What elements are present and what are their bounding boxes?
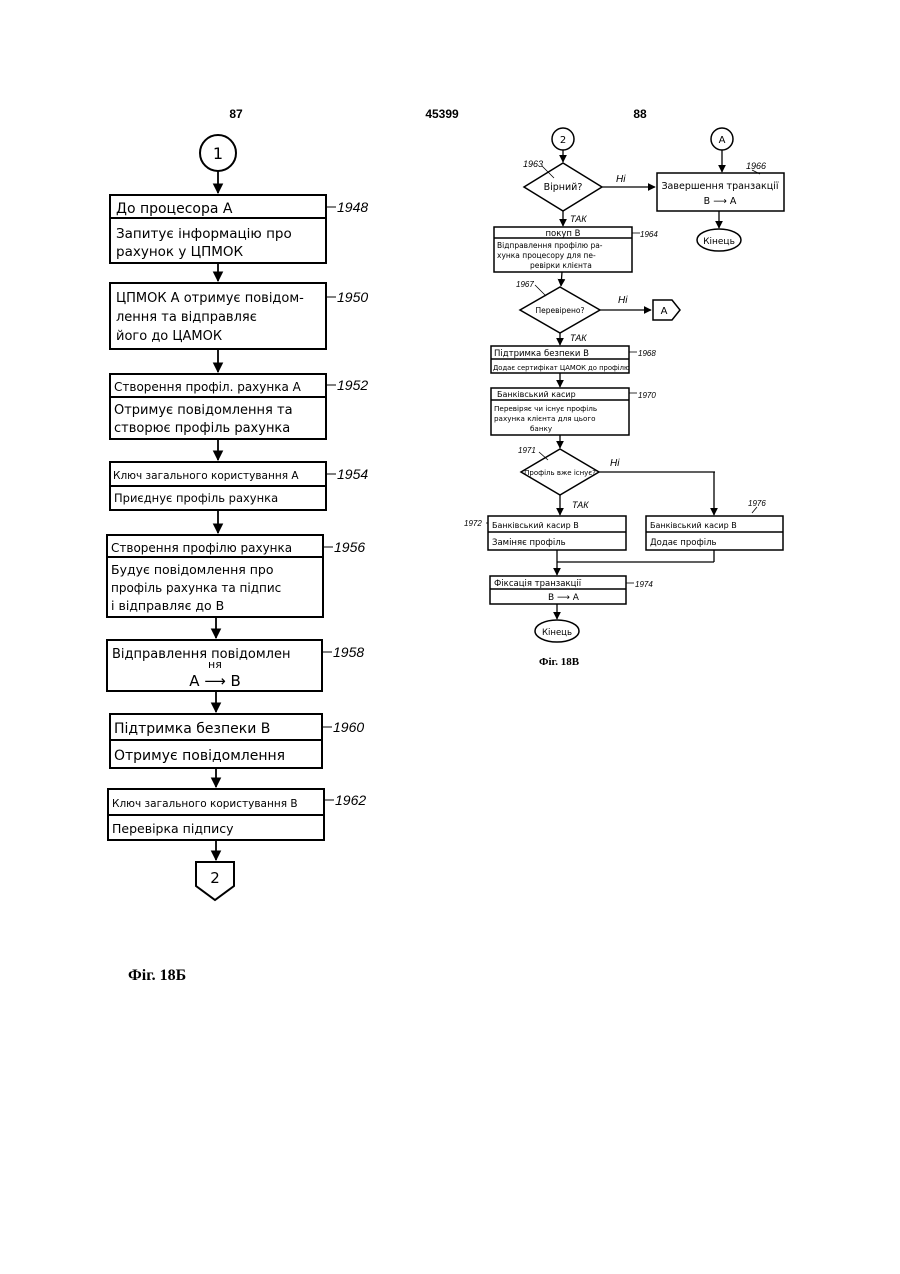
decision-1971-label: Профіль вже існує?: [524, 469, 596, 477]
block-1962-line-1: Перевірка підпису: [112, 821, 234, 836]
block-1952-line-2: створює профіль рахунка: [114, 421, 290, 436]
page-number-right: 88: [633, 107, 647, 121]
block-1948-line-1: Запитує інформацію про: [116, 226, 292, 242]
block-1970-line-2: рахунка клієнта для цього: [494, 414, 596, 423]
block-1970-line-3: банку: [530, 424, 553, 433]
ref-1950: 1950: [337, 289, 368, 305]
block-1948-title: До процесора А: [116, 201, 233, 217]
ref-1962: 1962: [335, 792, 366, 808]
block-1950-line-1: ЦПМОК А отримує повідом-: [116, 291, 304, 306]
ref-1960: 1960: [333, 719, 364, 735]
ref-1970: 1970: [638, 391, 656, 400]
decision-1963-yes: ТАК: [570, 214, 587, 224]
decision-1971-yes: ТАК: [572, 500, 589, 510]
block-1972-line-1: Заміняє профіль: [492, 538, 566, 548]
ref-1956: 1956: [334, 539, 365, 555]
block-1976-line-1: Додає профіль: [650, 538, 717, 548]
block-1956-title: Створення профілю рахунка: [111, 541, 292, 555]
connector-a-top-label: A: [719, 135, 726, 146]
block-1962-title: Ключ загального користування В: [112, 798, 298, 810]
block-1964-line-2: хунка процесору для пе-: [497, 251, 596, 260]
block-1968-title: Підтримка безпеки В: [494, 349, 589, 359]
connector-a-right-label: A: [661, 306, 668, 317]
block-1966-line-2: В ⟶ А: [704, 196, 737, 207]
ref-1976: 1976: [748, 499, 766, 508]
ref-1952: 1952: [337, 377, 368, 393]
ref-1963: 1963: [523, 159, 543, 169]
block-1964-line-3: ревірки клієнта: [530, 261, 592, 270]
decision-1967-label: Перевірено?: [536, 306, 585, 315]
left-figure-caption: Фіг. 18Б: [128, 967, 186, 984]
end-terminal-2-label: Кінець: [542, 628, 572, 638]
ref-1971: 1971: [518, 446, 536, 455]
block-1966-line-1: Завершення транзакції: [661, 181, 778, 192]
decision-1963-no: Ні: [616, 174, 626, 185]
block-1958-line-2: ня: [208, 658, 222, 671]
end-connector-label: 2: [210, 869, 220, 887]
decision-1967-no: Ні: [618, 295, 628, 306]
decision-1971-no: Ні: [610, 458, 620, 469]
block-1954-title: Ключ загального користування А: [113, 470, 299, 482]
ref-1948: 1948: [337, 199, 368, 215]
block-1956-line-3: і відправляє до В: [111, 598, 224, 613]
block-1952-title: Створення профіл. рахунка А: [114, 380, 302, 394]
block-1958-line-3: А ⟶ В: [189, 672, 241, 690]
block-1970-title: Банківський касир: [497, 390, 576, 399]
block-1974-line-1: В ⟶ А: [548, 593, 580, 603]
block-1964-line-1: Відправлення профілю ра-: [497, 241, 603, 250]
block-1950-line-3: його до ЦАМОК: [116, 329, 222, 344]
ref-1966: 1966: [746, 161, 766, 171]
block-1976-title: Банківський касир В: [650, 521, 737, 530]
block-1954-line-1: Приєднує профіль рахунка: [114, 491, 278, 505]
ref-1958: 1958: [333, 644, 364, 660]
block-1970-line-1: Перевіряє чи існує профіль: [494, 404, 597, 413]
end-terminal-1-label: Кінець: [703, 237, 735, 247]
block-1972-title: Банківський касир В: [492, 521, 579, 530]
decision-1967-yes: ТАК: [570, 333, 587, 343]
block-1964-title: покуп В: [545, 229, 580, 239]
block-1958-line-1: Відправлення повідомлен: [112, 647, 290, 662]
right-figure-caption: Фіг. 18В: [539, 656, 580, 668]
ref-1967: 1967: [516, 280, 534, 289]
block-1956-line-1: Будує повідомлення про: [111, 562, 274, 577]
page-number-left: 87: [229, 107, 243, 121]
block-1960-line-1: Отримує повідомлення: [114, 748, 285, 764]
ref-1972: 1972: [464, 519, 482, 528]
block-1956-line-2: профіль рахунка та підпис: [111, 581, 281, 595]
ref-1968: 1968: [638, 349, 656, 358]
block-1968-line-1: Додає сертифікат ЦАМОК до профілю: [493, 364, 630, 372]
ref-1974: 1974: [635, 580, 653, 589]
patent-number: 45399: [425, 107, 459, 121]
block-1960-title: Підтримка безпеки В: [114, 721, 270, 737]
block-1948-line-2: рахунок у ЦПМОК: [116, 244, 244, 260]
start-connector-label: 1: [213, 144, 223, 163]
connector-2-label: 2: [560, 135, 566, 146]
block-1952-line-1: Отримує повідомлення та: [114, 403, 293, 418]
ref-1954: 1954: [337, 466, 368, 482]
decision-1963-label: Вірний?: [544, 182, 583, 193]
block-1950-line-2: лення та відправляє: [116, 310, 257, 325]
ref-1964: 1964: [640, 230, 658, 239]
block-1974-title: Фіксація транзакції: [494, 579, 582, 589]
